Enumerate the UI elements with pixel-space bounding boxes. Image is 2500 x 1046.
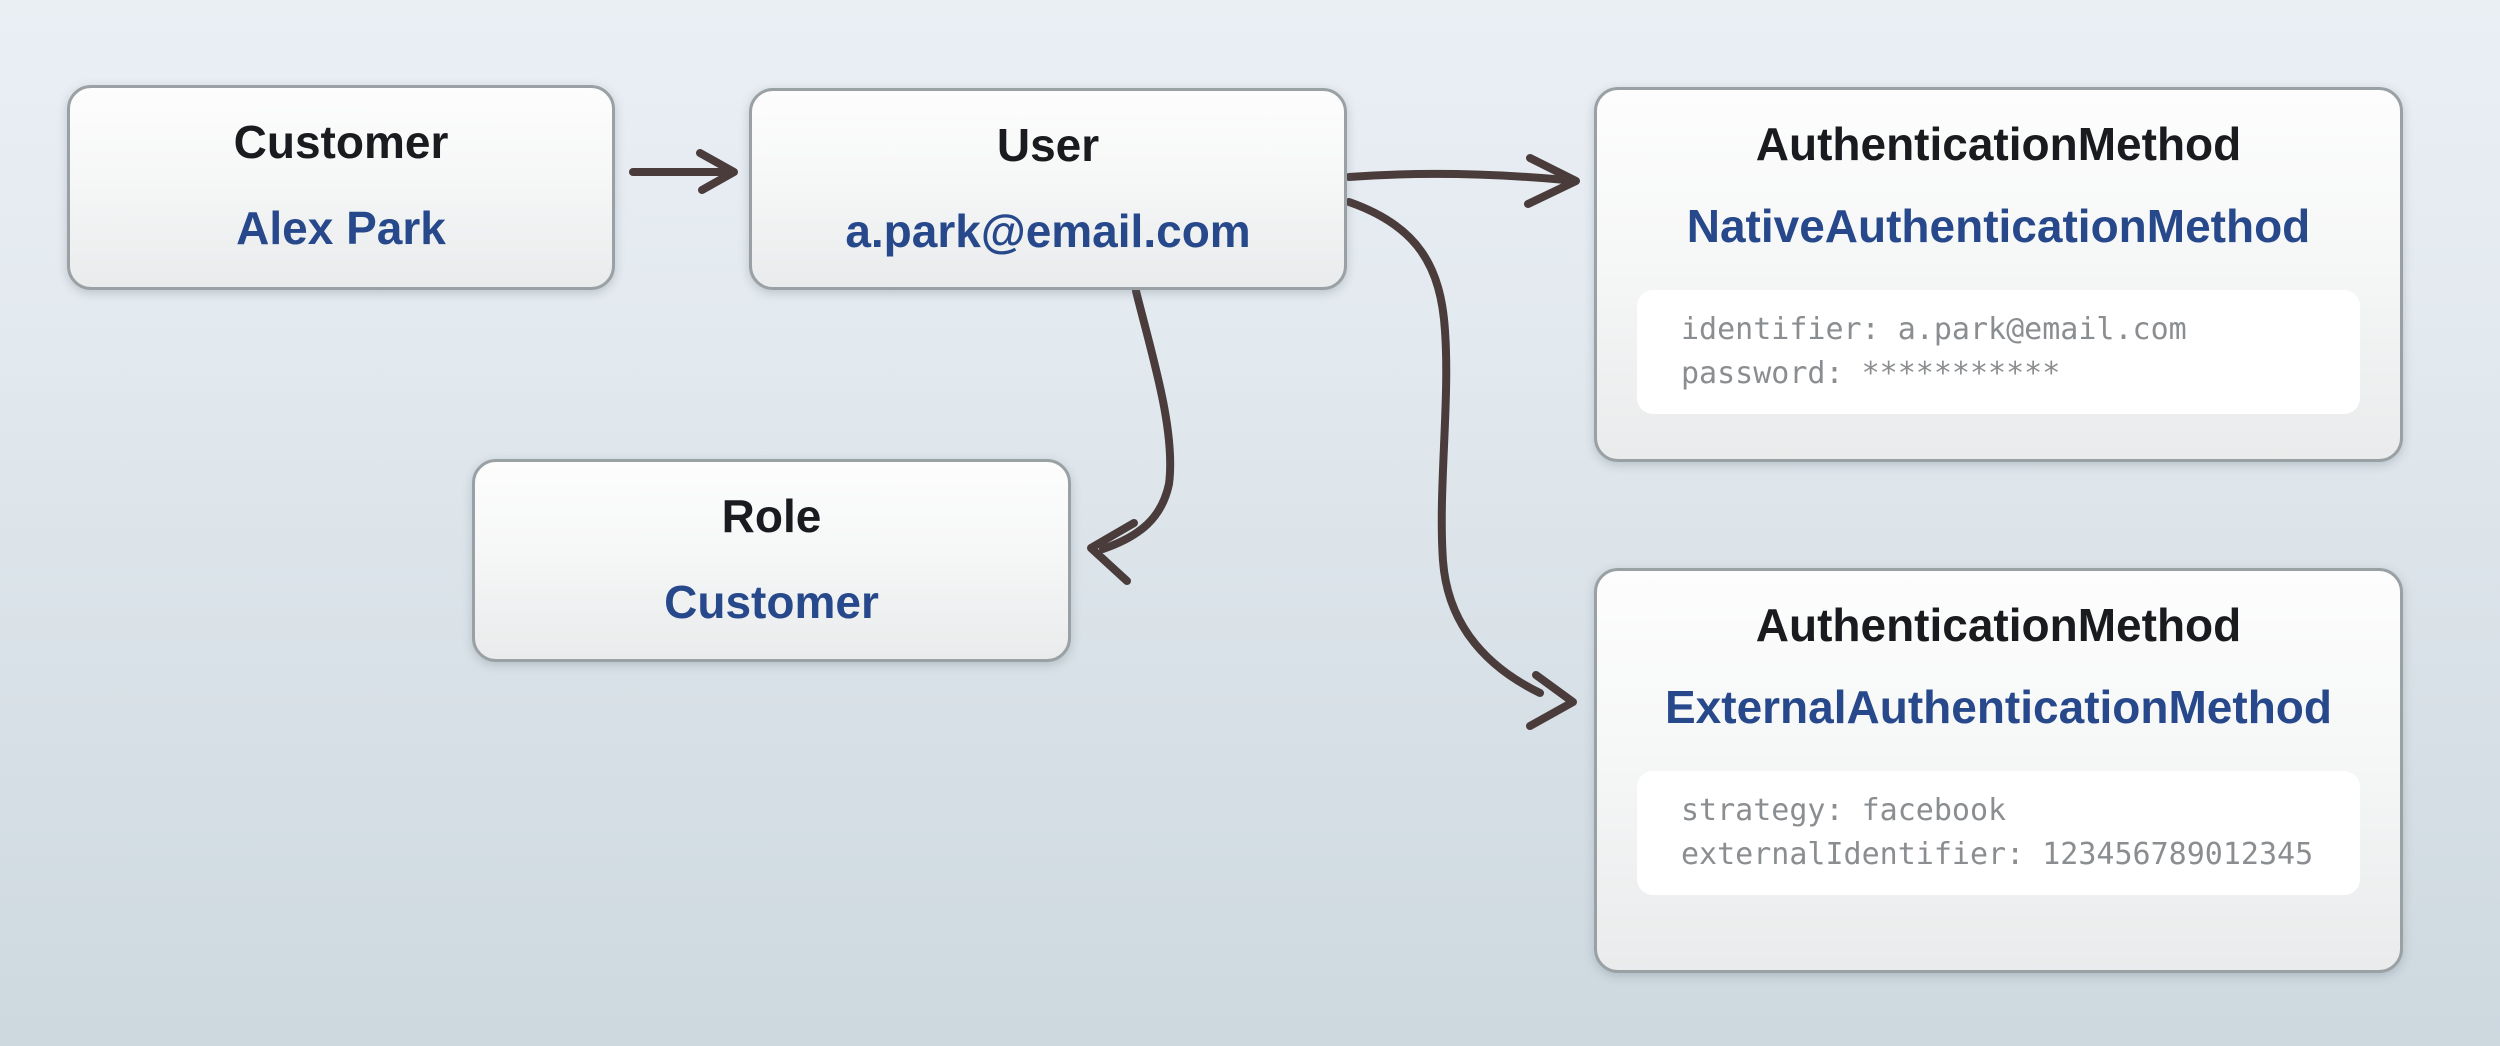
node-auth-native-title: AuthenticationMethod <box>1755 118 2242 170</box>
edge-user-role-arrowhead-icon <box>1087 519 1138 585</box>
node-auth-external-title: AuthenticationMethod <box>1755 599 2242 651</box>
node-auth-external-attributes: strategy: facebook externalIdentifier: 1… <box>1637 771 2360 895</box>
node-user-title: User <box>996 119 1100 171</box>
node-user-value: a.park@email.com <box>845 205 1251 257</box>
edge-user-auth-native-arrowhead-icon <box>1524 154 1580 208</box>
node-role-value: Customer <box>664 576 879 628</box>
node-auth-native-attributes: identifier: a.park@email.com password: *… <box>1637 290 2360 414</box>
node-auth-external-subtitle: ExternalAuthenticationMethod <box>1664 681 2333 733</box>
attribute-strategy: strategy: facebook <box>1681 793 2007 828</box>
edge-user-role <box>1087 287 1175 585</box>
node-auth-external: AuthenticationMethod ExternalAuthenticat… <box>1594 568 2403 973</box>
node-customer-title: Customer <box>233 116 449 168</box>
edge-user-auth-native-line <box>1345 170 1570 184</box>
attribute-external-identifier: externalIdentifier: 123456789012345 <box>1681 837 2314 872</box>
edge-user-role-line <box>1099 287 1175 553</box>
edge-user-auth-external-line <box>1345 198 1544 697</box>
attribute-identifier: identifier: a.park@email.com <box>1681 312 2187 347</box>
edge-user-auth-external <box>1345 198 1577 730</box>
node-customer-value: Alex Park <box>236 202 446 254</box>
edge-user-auth-native <box>1345 154 1580 208</box>
attribute-password: password: *********** <box>1681 356 2061 391</box>
node-role: Role Customer <box>472 459 1071 662</box>
edge-customer-user <box>629 149 738 194</box>
edge-user-auth-external-arrowhead-icon <box>1526 671 1577 730</box>
node-role-title: Role <box>721 490 822 542</box>
edge-customer-user-arrowhead-icon <box>696 149 738 194</box>
node-customer: Customer Alex Park <box>67 85 615 290</box>
node-auth-native-subtitle: NativeAuthenticationMethod <box>1686 200 2311 252</box>
node-user: User a.park@email.com <box>749 88 1347 290</box>
node-auth-native: AuthenticationMethod NativeAuthenticatio… <box>1594 87 2403 462</box>
